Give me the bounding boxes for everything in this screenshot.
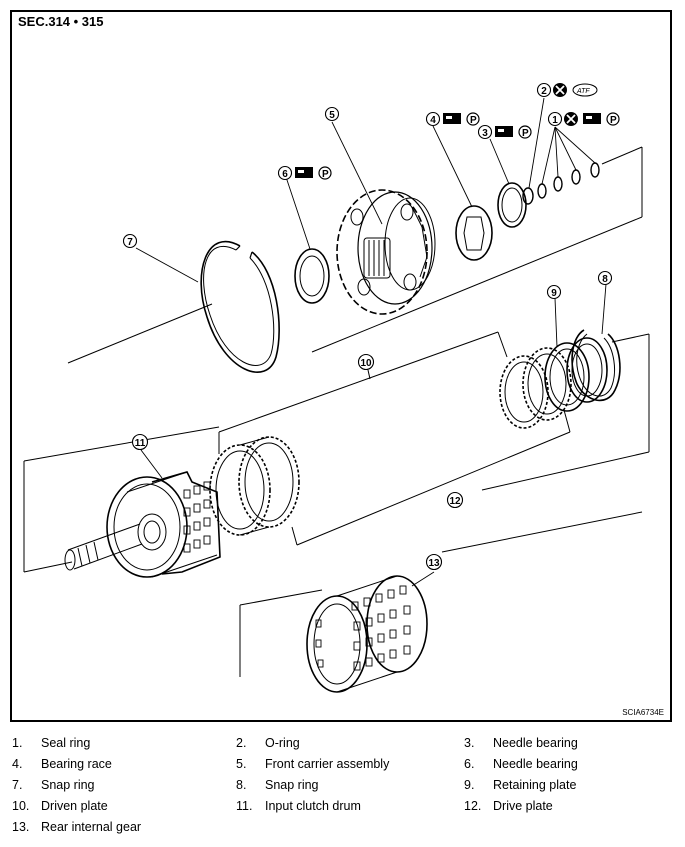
section-label: SEC.314 • 315 xyxy=(18,14,104,29)
legend-number: 2. xyxy=(236,736,247,750)
snap-ring-7 xyxy=(200,240,280,373)
callout-2: 2 xyxy=(536,82,552,98)
legend-row: 1. Seal ring 2. O-ring 3. Needle bearing xyxy=(12,736,672,756)
legend-text: Snap ring xyxy=(41,778,95,792)
clutch-plates-right xyxy=(499,342,590,429)
legend-row: 10. Driven plate 11. Input clutch drum 1… xyxy=(12,799,672,819)
svg-text:8: 8 xyxy=(602,274,608,285)
legend-text: O-ring xyxy=(265,736,300,750)
callout-9: 9 xyxy=(546,284,562,300)
leader-lines xyxy=(135,97,607,587)
svg-text:4: 4 xyxy=(430,115,436,126)
input-clutch-drum xyxy=(64,471,221,578)
legend-row: 13. Rear internal gear xyxy=(12,820,672,840)
legend-number: 10. xyxy=(12,799,30,813)
svg-text:P: P xyxy=(522,128,529,139)
figure-code: SCIA6734E xyxy=(622,708,664,717)
snap-ring-8 xyxy=(571,329,621,402)
legend-number: 13. xyxy=(12,820,30,834)
o-ring-2 xyxy=(522,187,534,205)
svg-text:9: 9 xyxy=(551,288,557,299)
svg-text:2: 2 xyxy=(541,86,547,97)
atf-label: ATF xyxy=(576,88,590,95)
svg-text:P: P xyxy=(610,115,617,126)
svg-text:13: 13 xyxy=(428,558,440,569)
bearing-race-4 xyxy=(455,205,493,261)
svg-text:10: 10 xyxy=(360,358,372,369)
legend-text: Needle bearing xyxy=(493,736,578,750)
callout-10: 10 xyxy=(357,353,375,371)
legend-text: Drive plate xyxy=(493,799,553,813)
legend-number: 6. xyxy=(464,757,475,771)
callout-8: 8 xyxy=(597,270,613,286)
exploded-diagram: P P P P ATF 1 xyxy=(23,82,650,693)
callout-11: 11 xyxy=(131,433,149,451)
legend-number: 11. xyxy=(236,799,253,813)
front-carrier-assembly xyxy=(336,189,436,315)
callout-6: 6 xyxy=(277,165,293,181)
legend-number: 8. xyxy=(236,778,247,792)
legend-number: 1. xyxy=(12,736,23,750)
legend-text: Needle bearing xyxy=(493,757,578,771)
seal-rings-1 xyxy=(537,162,600,199)
legend-text: Bearing race xyxy=(41,757,112,771)
legend-number: 9. xyxy=(464,778,475,792)
svg-text:11: 11 xyxy=(135,438,146,449)
svg-text:12: 12 xyxy=(449,496,461,507)
callout-12: 12 xyxy=(446,491,464,509)
legend-text: Seal ring xyxy=(41,736,91,750)
legend-number: 12. xyxy=(464,799,482,813)
legend-row: 7. Snap ring 8. Snap ring 9. Retaining p… xyxy=(12,778,672,798)
callout-5: 5 xyxy=(324,106,340,122)
drive-plate-bracket xyxy=(291,409,571,546)
middle-assembly-outline xyxy=(23,333,650,573)
legend-text: Rear internal gear xyxy=(41,820,142,834)
lower-assembly-outline xyxy=(239,511,643,677)
svg-text:6: 6 xyxy=(282,169,288,180)
exploded-view-figure: SEC.314 • 315 xyxy=(10,10,672,722)
legend-number: 4. xyxy=(12,757,23,771)
upper-assembly-outline xyxy=(67,146,643,364)
needle-bearing-6 xyxy=(294,248,330,304)
legend-row: 4. Bearing race 5. Front carrier assembl… xyxy=(12,757,672,777)
rear-internal-gear xyxy=(306,575,428,693)
callout-13: 13 xyxy=(425,553,443,571)
svg-text:7: 7 xyxy=(127,237,133,248)
callout-1: 1 xyxy=(547,111,563,127)
callout-3: 3 xyxy=(477,124,493,140)
legend-number: 5. xyxy=(236,757,247,771)
part-symbols: P P P P xyxy=(295,83,620,180)
svg-text:P: P xyxy=(322,169,329,180)
legend-text: Front carrier assembly xyxy=(265,757,390,771)
legend-text: Snap ring xyxy=(265,778,319,792)
legend-text: Input clutch drum xyxy=(265,799,361,813)
svg-text:3: 3 xyxy=(482,128,488,139)
svg-text:P: P xyxy=(470,115,477,126)
clutch-plates-left xyxy=(209,436,300,536)
driven-plate-bracket xyxy=(218,331,508,454)
legend-text: Retaining plate xyxy=(493,778,577,792)
needle-bearing-3 xyxy=(497,182,527,228)
callout-4: 4 xyxy=(425,111,441,127)
callout-7: 7 xyxy=(122,233,138,249)
legend-number: 7. xyxy=(12,778,23,792)
legend-text: Driven plate xyxy=(41,799,108,813)
svg-text:1: 1 xyxy=(552,115,558,126)
legend-number: 3. xyxy=(464,736,475,750)
svg-text:5: 5 xyxy=(329,110,335,121)
